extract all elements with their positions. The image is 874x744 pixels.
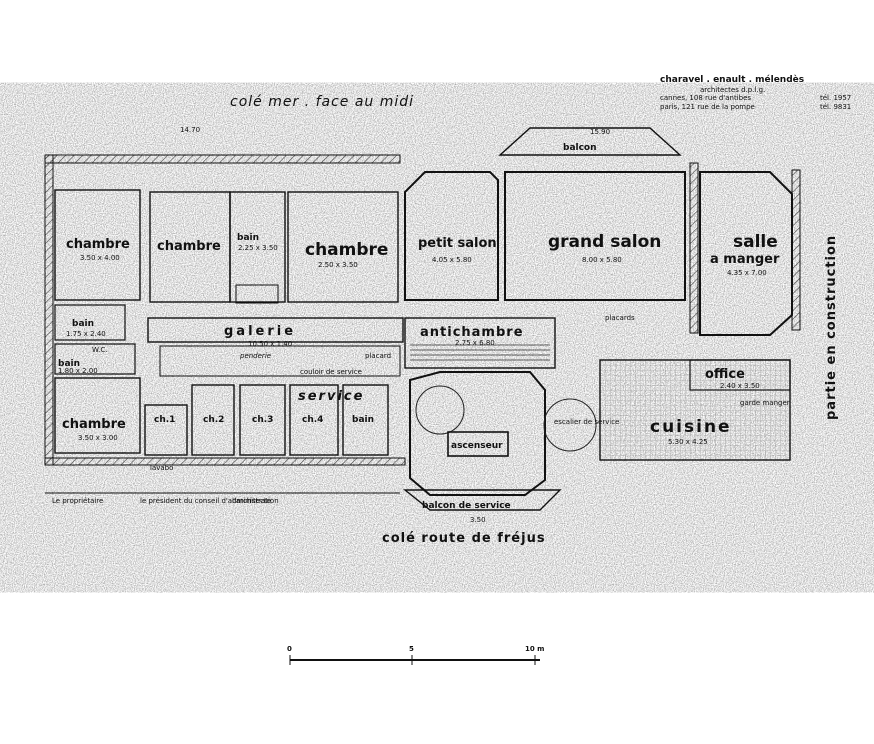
ch3-label: ch.3 (252, 415, 273, 425)
sig-architecte: l'architecte (232, 497, 271, 505)
salle-label-2: a manger (710, 252, 780, 267)
office-label: office (705, 367, 745, 382)
escalier-label: escalier de service (554, 418, 619, 426)
dim-bottom: 3.50 (470, 516, 486, 524)
chambre-2-label: chambre (157, 239, 221, 254)
scale-label-10: 10 m (525, 645, 544, 653)
chambre-3-label: chambre (305, 240, 388, 260)
petit-salon-label: petit salon (418, 236, 497, 251)
balcony-label: balcon (563, 143, 597, 153)
chambre-1-label: chambre (66, 237, 130, 252)
ch2-label: ch.2 (203, 415, 224, 425)
bain-2-dim: 1.80 x 2.00 (58, 367, 98, 375)
main-stair-spiral (415, 385, 465, 435)
salle-a-manger-outline (699, 171, 793, 336)
address-cannes: cannes, 108 rue d'antibes (660, 94, 751, 102)
antichambre-outline (404, 317, 556, 369)
scale-bar: 0 5 10 m (287, 645, 544, 665)
bain-3-label: bain (352, 415, 374, 425)
service-balcony-outline (403, 489, 562, 511)
antichambre-dim: 2.75 x 6.80 (455, 339, 495, 347)
architect-names: charavel . enault . mélendès (660, 74, 804, 85)
street-label: colé route de fréjus (382, 531, 546, 546)
ascenseur-outline (447, 431, 509, 457)
petit-salon-dim: 4.05 x 5.80 (432, 256, 472, 264)
stair-hall-outline (409, 371, 546, 496)
tel-cannes: tél. 1957 (820, 94, 851, 102)
antichambre-label: antichambre (420, 325, 524, 340)
bain-1-dim: 2.25 x 3.50 (238, 244, 278, 252)
galerie-outline (147, 317, 404, 343)
galerie-dim: 10.50 x 1.40 (248, 340, 292, 348)
side-construction-label: partie en construction (824, 235, 839, 420)
architect-credential: architectes d.p.l.g. (700, 86, 765, 94)
cuisine-outline (599, 359, 791, 461)
bain-2-outline (54, 343, 136, 375)
chambre-4-dim: 3.50 x 3.00 (78, 434, 118, 442)
salle-dim: 4.35 x 7.00 (727, 269, 767, 277)
bain-2-label: bain (58, 359, 80, 369)
ch1-label: ch.1 (154, 415, 175, 425)
chambre-3-dim: 2.50 x 3.50 (318, 261, 358, 269)
balcon-service-label: balcon de service (422, 501, 511, 511)
bain-small-label: bain (72, 319, 94, 329)
service-rooms (54, 377, 389, 456)
cuisine-dim: 5.30 x 4.25 (668, 438, 708, 446)
grand-salon-outline (504, 171, 686, 301)
office-dim: 2.40 x 3.50 (720, 382, 760, 390)
office-outline (689, 359, 791, 391)
service-stair-spiral (543, 398, 597, 452)
grand-salon-dim: 8.00 x 5.80 (582, 256, 622, 264)
sig-president: le président du conseil d'administration (140, 497, 279, 505)
service-label: service (298, 389, 364, 404)
tel-paris: tél. 9831 (820, 103, 851, 111)
antichambre-steps (410, 344, 550, 361)
lavabo-label: lavabo (150, 464, 173, 472)
penderie-outline (159, 345, 401, 377)
cuisine-label: cuisine (650, 417, 732, 437)
scale-label-0: 0 (287, 645, 292, 653)
scale-label-5: 5 (409, 645, 414, 653)
bain-1-label: bain (237, 233, 259, 243)
plan-title: colé mer . face au midi (230, 94, 414, 110)
sig-proprietaire: Le propriétaire (52, 497, 103, 505)
galerie-label: galerie (224, 324, 296, 339)
dim-top-left: 14.70 (180, 126, 200, 134)
bain-small-outline (54, 304, 126, 341)
placards-label: placards (605, 314, 635, 322)
grand-salon-label: grand salon (548, 232, 661, 252)
wc-label: W.C. (92, 346, 107, 354)
balcony-outline (498, 127, 682, 156)
dim-top-right: 15.90 (590, 128, 610, 136)
salle-label-1: salle (733, 232, 778, 252)
bedroom-block-top (54, 189, 399, 304)
petit-salon-outline (404, 171, 499, 301)
penderie-label: penderie (239, 352, 271, 360)
couloir-label: couloir de service (300, 368, 362, 376)
garde-manger-label: garde manger (740, 399, 790, 407)
chambre-4-label: chambre (62, 417, 126, 432)
address-paris: paris, 121 rue de la pompe (660, 103, 755, 111)
bain-small-dim: 1.75 x 2.40 (66, 330, 106, 338)
placard-label: placard (365, 352, 391, 360)
chambre-1-dim: 3.50 x 4.00 (80, 254, 120, 262)
ch4-label: ch.4 (302, 415, 323, 425)
ascenseur-label: ascenseur (451, 441, 503, 451)
